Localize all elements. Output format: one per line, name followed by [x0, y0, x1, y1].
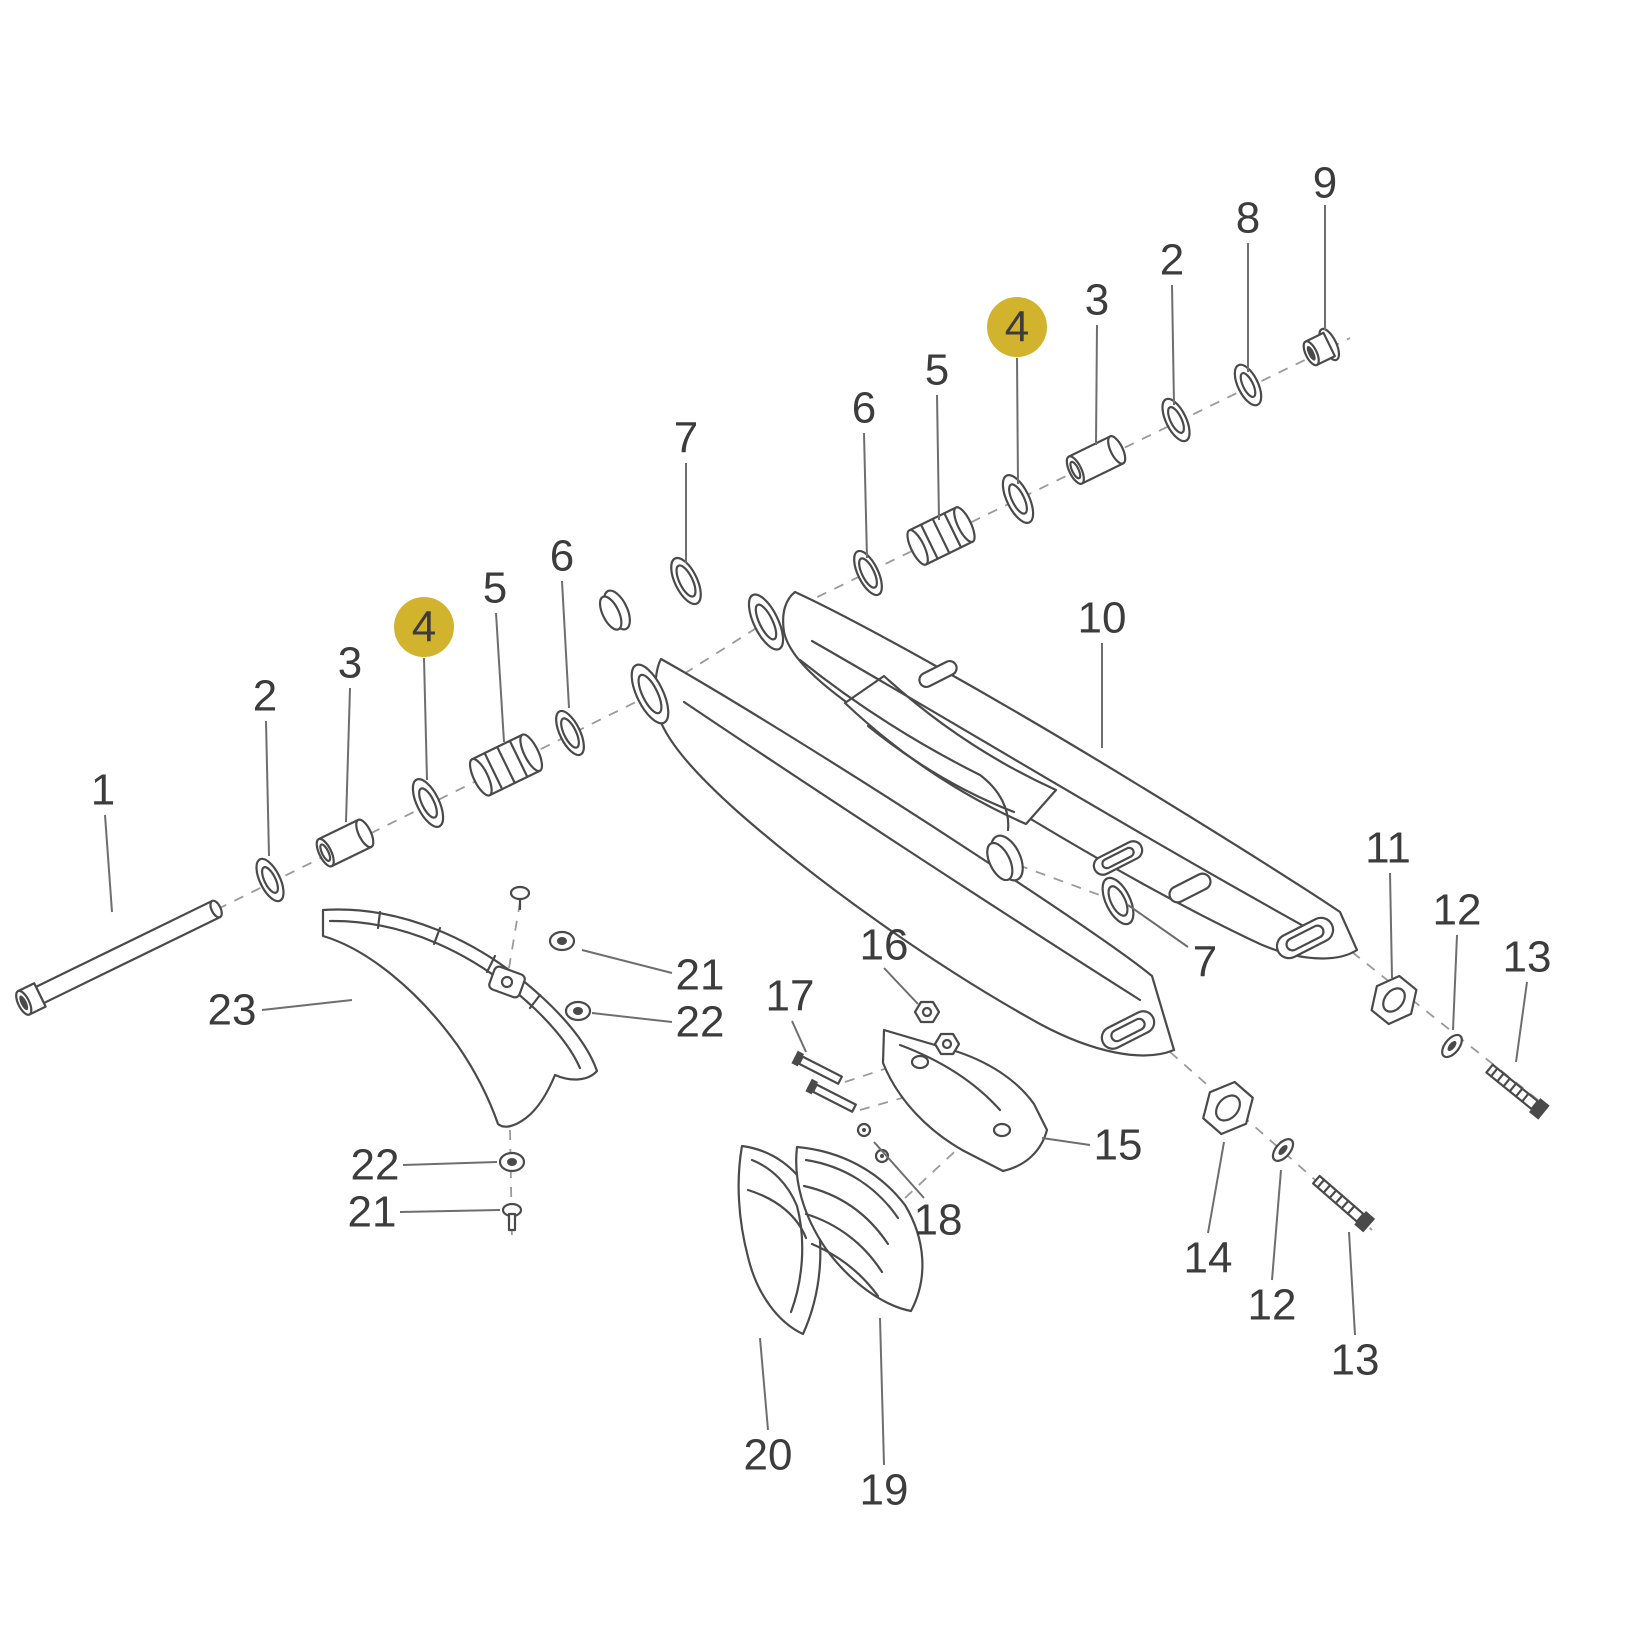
- callout-3-left[interactable]: 3: [338, 639, 362, 688]
- callout-2-top[interactable]: 2: [1160, 236, 1184, 285]
- part-7-dust-cap-middle: [986, 834, 1024, 882]
- part-2-washer-right: [1161, 397, 1191, 443]
- callout-23[interactable]: 23: [208, 986, 257, 1035]
- part-11-axle-nut: [1370, 974, 1418, 1026]
- callout-16[interactable]: 16: [860, 921, 909, 970]
- part-13-adjuster-bolt-bottom: [1311, 1174, 1376, 1233]
- part-9-flange-nut: [1302, 327, 1341, 367]
- part-6-seal-right: [853, 549, 883, 597]
- part-17-bolt-a: [791, 1050, 843, 1085]
- swingarm-pivot-tube-lower: [630, 663, 670, 725]
- part-22-washer-upper-b: [564, 1000, 592, 1022]
- part-5-bearing-right: [906, 506, 976, 566]
- callout-7-middle[interactable]: 7: [1193, 938, 1217, 987]
- part-12-washer-right: [1441, 1033, 1463, 1059]
- part-21-screw-upper: [509, 885, 531, 911]
- callout-6-left[interactable]: 6: [550, 532, 574, 581]
- part-2-washer-left: [255, 857, 285, 903]
- part-7-seal-ring-upper: [670, 556, 702, 606]
- part-3-spacer-left: [315, 818, 375, 868]
- part-18-screw-a: [856, 1122, 872, 1138]
- callout-9[interactable]: 9: [1313, 159, 1337, 208]
- callout-labels: 9 8 2 3 4 5 6 7 10 11 12 13 1 2 3 4 5 6 …: [91, 159, 1552, 1515]
- part-5-bearing-left: [468, 733, 544, 797]
- part-4-washer-right: [1001, 474, 1035, 524]
- part-3-spacer-right: [1065, 435, 1127, 485]
- part-6-seal-left: [555, 709, 585, 757]
- part-7-seal-ring-middle: [1101, 876, 1135, 926]
- callout-18[interactable]: 18: [914, 1196, 963, 1245]
- callout-20[interactable]: 20: [744, 1431, 793, 1480]
- part-17-bolt-b: [805, 1078, 857, 1113]
- callout-8[interactable]: 8: [1236, 194, 1260, 243]
- part-23-chain-slider: [321, 908, 599, 1128]
- part-10-swingarm-body: [654, 590, 1359, 1057]
- callout-7-top[interactable]: 7: [674, 414, 698, 463]
- callout-15[interactable]: 15: [1094, 1121, 1143, 1170]
- swingarm-pivot-tube-upper: [747, 593, 785, 651]
- part-16-nut-a: [913, 1000, 941, 1024]
- part-22-washer-upper-a: [548, 930, 576, 952]
- part-13-adjuster-bolt-right: [1485, 1063, 1550, 1120]
- highlight-badge[interactable]: [987, 297, 1047, 357]
- part-21-screw-lower: [501, 1202, 523, 1232]
- part-14-axle-nut-lower: [1202, 1080, 1254, 1136]
- part-1-pivot-axle: [15, 899, 223, 1016]
- rear-dropout-lower: [1100, 1010, 1156, 1050]
- callout-4-left-label: 4: [412, 603, 436, 652]
- callout-22-lower[interactable]: 22: [351, 1141, 400, 1190]
- callout-21-lower[interactable]: 21: [348, 1188, 397, 1237]
- part-4-washer-left: [411, 778, 445, 828]
- callout-4-left-highlighted[interactable]: 4: [394, 597, 454, 657]
- callout-17[interactable]: 17: [766, 972, 815, 1021]
- callout-4-top-label: 4: [1005, 303, 1029, 352]
- callout-5-top[interactable]: 5: [925, 346, 949, 395]
- callout-14[interactable]: 14: [1184, 1234, 1233, 1283]
- part-12-washer-bottom: [1271, 1138, 1295, 1162]
- callout-10[interactable]: 10: [1078, 594, 1127, 643]
- callout-22-upper[interactable]: 22: [676, 998, 725, 1047]
- callout-5-left[interactable]: 5: [483, 564, 507, 613]
- callout-13-bottom[interactable]: 13: [1331, 1336, 1380, 1385]
- callout-3-top[interactable]: 3: [1085, 276, 1109, 325]
- part-7-dust-cap-left: [598, 589, 631, 631]
- leader-lines: [104, 205, 1528, 1466]
- callout-4-top-highlighted[interactable]: 4: [987, 297, 1047, 357]
- callout-2-left[interactable]: 2: [253, 672, 277, 721]
- callout-19[interactable]: 19: [860, 1466, 909, 1515]
- part-22-washer-lower: [498, 1151, 526, 1173]
- callout-12-right[interactable]: 12: [1433, 886, 1482, 935]
- callout-12-bottom[interactable]: 12: [1248, 1281, 1297, 1330]
- part-8-washer: [1233, 363, 1263, 407]
- part-15-chain-guide-bracket: [881, 1028, 1049, 1173]
- rear-dropout-upper: [1275, 916, 1335, 960]
- highlight-badge[interactable]: [394, 597, 454, 657]
- callout-21-upper[interactable]: 21: [676, 951, 725, 1000]
- callout-13-right[interactable]: 13: [1503, 933, 1552, 982]
- callout-11[interactable]: 11: [1365, 824, 1411, 873]
- part-19-chain-guide: [795, 1145, 924, 1313]
- part-16-nut-b: [933, 1032, 961, 1056]
- callout-6-top[interactable]: 6: [852, 384, 876, 433]
- callout-1[interactable]: 1: [91, 766, 115, 815]
